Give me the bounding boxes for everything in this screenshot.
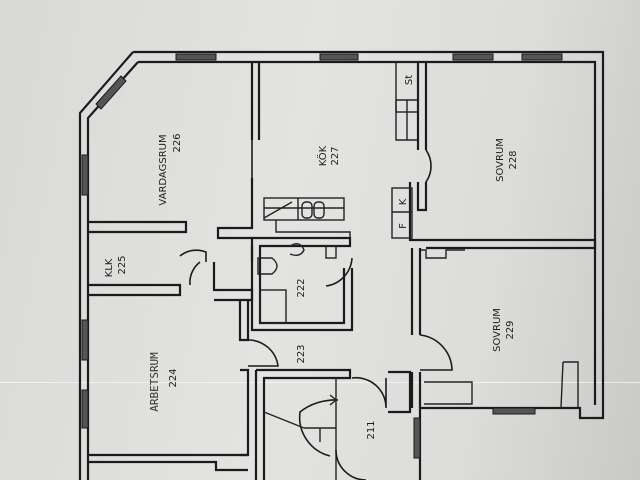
room-name-sovrum-228: SOVRUM	[495, 138, 506, 182]
bathroom-fixtures	[257, 243, 337, 324]
door-swing	[298, 399, 339, 457]
window	[81, 319, 89, 361]
door-swing	[351, 376, 387, 409]
window	[81, 154, 89, 196]
toilet	[257, 257, 278, 275]
sink-counter	[263, 197, 345, 221]
room-name-arbetsrum: ARBETSRUM	[148, 352, 161, 412]
shower	[259, 289, 287, 324]
room-number-227: 227	[330, 146, 341, 165]
wardrobes	[420, 249, 579, 409]
room-number-223: 223	[296, 344, 307, 363]
room-name-sovrum-229: SOVRUM	[492, 308, 503, 352]
sink	[289, 243, 305, 257]
door-swing	[425, 149, 432, 183]
stove-label: St	[404, 75, 415, 85]
room-name-kok: KÖK	[316, 145, 329, 166]
window	[452, 53, 494, 61]
room-number-228: 228	[508, 150, 519, 169]
room-name-klk: KLK	[104, 258, 115, 277]
room-number-226: 226	[172, 133, 183, 152]
room-number-211: 211	[366, 420, 377, 439]
fridge-label: K	[398, 198, 409, 205]
interior-walls	[88, 62, 597, 480]
window	[492, 407, 536, 415]
paper-fold-line	[0, 382, 640, 383]
room-number-224: 224	[168, 368, 179, 387]
windows	[81, 53, 563, 459]
window	[319, 53, 359, 61]
freezer-label: F	[398, 223, 409, 229]
window	[413, 417, 421, 459]
fridge-freezer	[391, 187, 413, 239]
room-number-229: 229	[505, 320, 516, 339]
door-swing	[179, 249, 207, 262]
window	[175, 53, 217, 61]
room-name-vardagsrum: VARDAGSRUM	[158, 134, 169, 205]
kitchen-fixtures: St K F	[263, 61, 419, 239]
window	[95, 75, 127, 110]
door-swing	[335, 449, 367, 480]
room-number-222: 222	[296, 278, 307, 297]
room-labels: VARDAGSRUM 226 KÖK 227 SOVRUM 228 KLK 22…	[104, 133, 519, 439]
door-swing	[325, 257, 353, 287]
door-swing	[419, 334, 453, 371]
room-number-225: 225	[117, 255, 128, 274]
outer-walls	[78, 50, 605, 480]
door-swing	[189, 261, 201, 286]
door-swing	[247, 339, 279, 367]
window	[521, 53, 563, 61]
window	[81, 389, 89, 429]
doors	[179, 140, 453, 480]
